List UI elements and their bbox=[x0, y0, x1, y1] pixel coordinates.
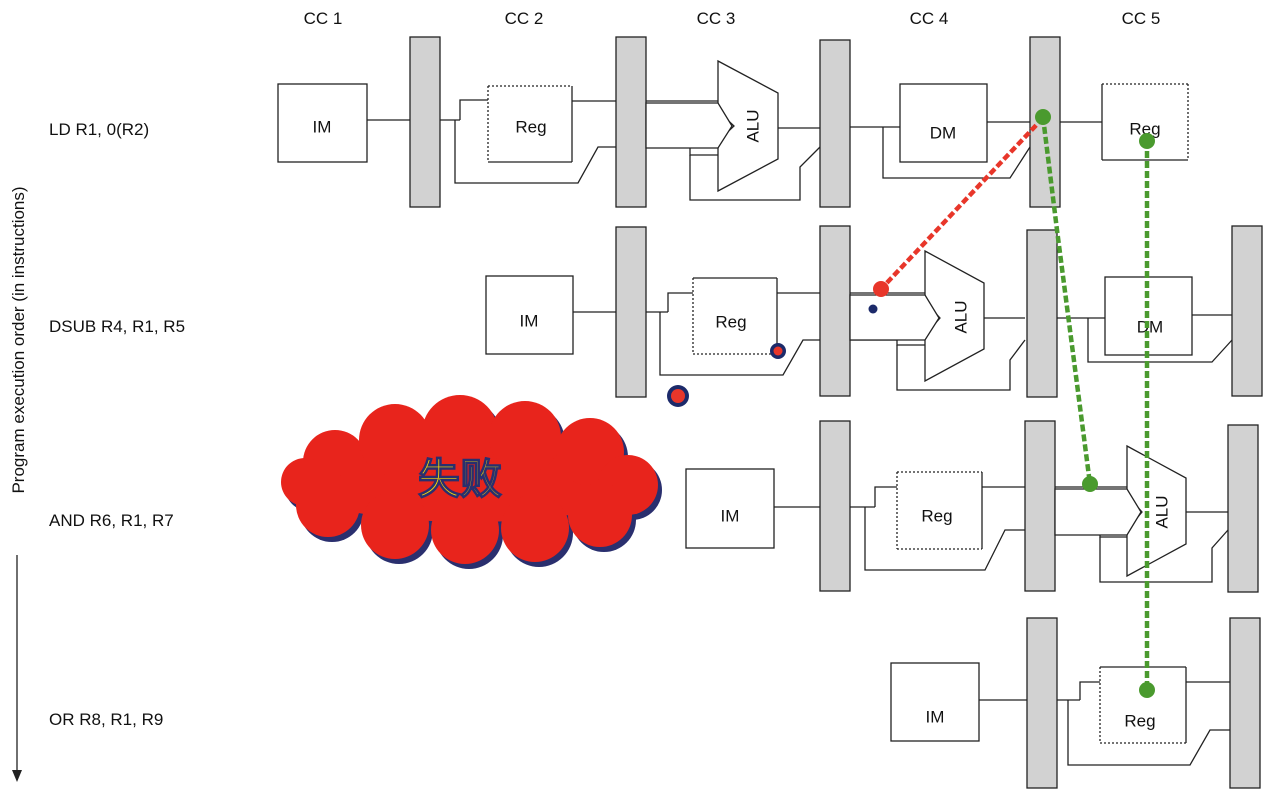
pipeline-register bbox=[1229, 617, 1261, 789]
alu-label: ALU bbox=[1152, 495, 1171, 528]
pipeline-register bbox=[615, 226, 647, 398]
cycle-label-5: CC 5 bbox=[1122, 9, 1161, 28]
instr-label-ld: LD R1, 0(R2) bbox=[49, 120, 149, 139]
reg-label: Reg bbox=[515, 117, 546, 136]
pipeline-row-ld: IM Reg ALU DM Reg bbox=[277, 36, 1189, 208]
instr-label-or: OR R8, R1, R9 bbox=[49, 710, 163, 729]
dm-label: DM bbox=[1137, 317, 1163, 336]
pipeline-row-or: IM Reg bbox=[890, 617, 1261, 789]
dm-unit bbox=[899, 83, 988, 163]
reg-label: Reg bbox=[921, 506, 952, 525]
target-point bbox=[1139, 682, 1155, 698]
cycle-label-1: CC 1 bbox=[304, 9, 343, 28]
failed-forwarding-path bbox=[879, 116, 1045, 291]
im-unit bbox=[890, 662, 980, 742]
im-label: IM bbox=[520, 311, 539, 330]
alu-label: ALU bbox=[743, 109, 762, 142]
pipeline-register bbox=[1026, 229, 1058, 398]
failure-callout-text: 失败 bbox=[418, 455, 502, 504]
dm-label: DM bbox=[930, 123, 956, 142]
failure-cloud: 失败 bbox=[281, 395, 662, 569]
pipeline-register bbox=[819, 420, 851, 592]
alu-label: ALU bbox=[951, 300, 970, 333]
pipeline-register bbox=[819, 225, 851, 397]
forwarding-path-and bbox=[1040, 116, 1093, 485]
pipeline-register bbox=[1231, 225, 1263, 397]
pipeline-register bbox=[819, 39, 851, 208]
pipeline-register bbox=[615, 36, 647, 208]
pipeline-register bbox=[1024, 420, 1056, 592]
pipeline-row-and: IM Reg ALU bbox=[685, 420, 1259, 593]
target-point bbox=[1082, 476, 1098, 492]
reg-label: Reg bbox=[1124, 711, 1155, 730]
cycle-label-4: CC 4 bbox=[910, 9, 949, 28]
im-label: IM bbox=[313, 117, 332, 136]
axis-arrow-head bbox=[12, 770, 22, 782]
reg-label: Reg bbox=[715, 312, 746, 331]
cycle-label-3: CC 3 bbox=[697, 9, 736, 28]
target-point-failed bbox=[873, 281, 889, 297]
cycle-label-2: CC 2 bbox=[505, 9, 544, 28]
instr-label-and: AND R6, R1, R7 bbox=[49, 511, 174, 530]
im-unit bbox=[277, 83, 368, 163]
source-point bbox=[1139, 133, 1155, 149]
axis-label: Program execution order (in instructions… bbox=[9, 186, 28, 493]
pipeline-register bbox=[1026, 617, 1058, 789]
im-label: IM bbox=[926, 707, 945, 726]
instr-label-dsub: DSUB R4, R1, R5 bbox=[49, 317, 185, 336]
reg-label: Reg bbox=[1129, 119, 1160, 138]
im-unit bbox=[485, 275, 574, 355]
im-unit bbox=[685, 468, 775, 549]
pipeline-row-dsub: IM Reg ALU DM bbox=[485, 225, 1263, 398]
pipeline-register bbox=[1227, 424, 1259, 593]
marker-dot bbox=[868, 304, 878, 314]
pipeline-register bbox=[409, 36, 441, 208]
im-label: IM bbox=[721, 506, 740, 525]
